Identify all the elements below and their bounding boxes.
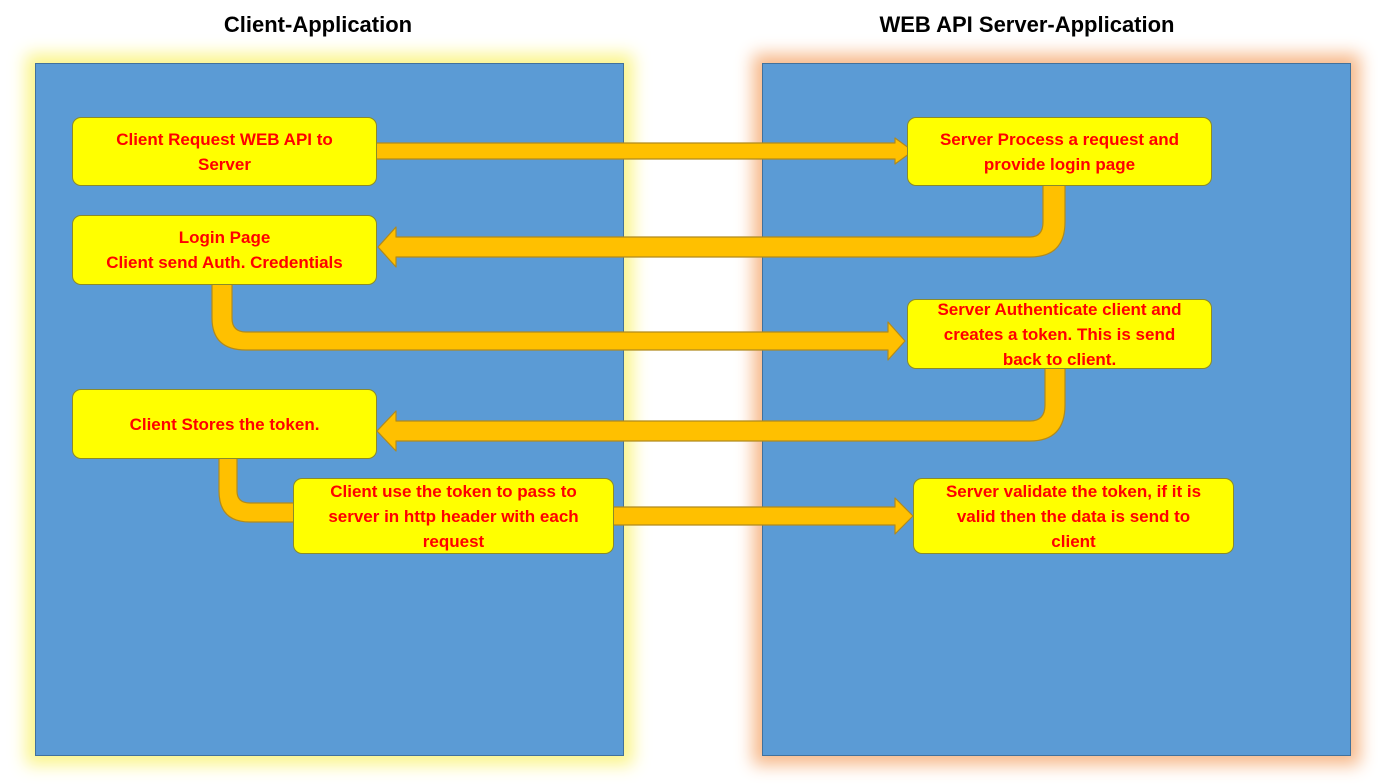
- step-server-authenticate: Server Authenticate client and creates a…: [907, 299, 1212, 369]
- step-client-use-token: Client use the token to pass to server i…: [293, 478, 614, 554]
- step-client-stores-token: Client Stores the token.: [72, 389, 377, 459]
- server-application-heading: WEB API Server-Application: [879, 12, 1175, 37]
- step-server-validate-token: Server validate the token, if it is vali…: [913, 478, 1234, 554]
- step-server-process-request: Server Process a request and provide log…: [907, 117, 1212, 186]
- client-application-heading: Client-Application: [223, 12, 413, 37]
- step-client-request: Client Request WEB API to Server: [72, 117, 377, 186]
- step-login-page: Login Page Client send Auth. Credentials: [72, 215, 377, 285]
